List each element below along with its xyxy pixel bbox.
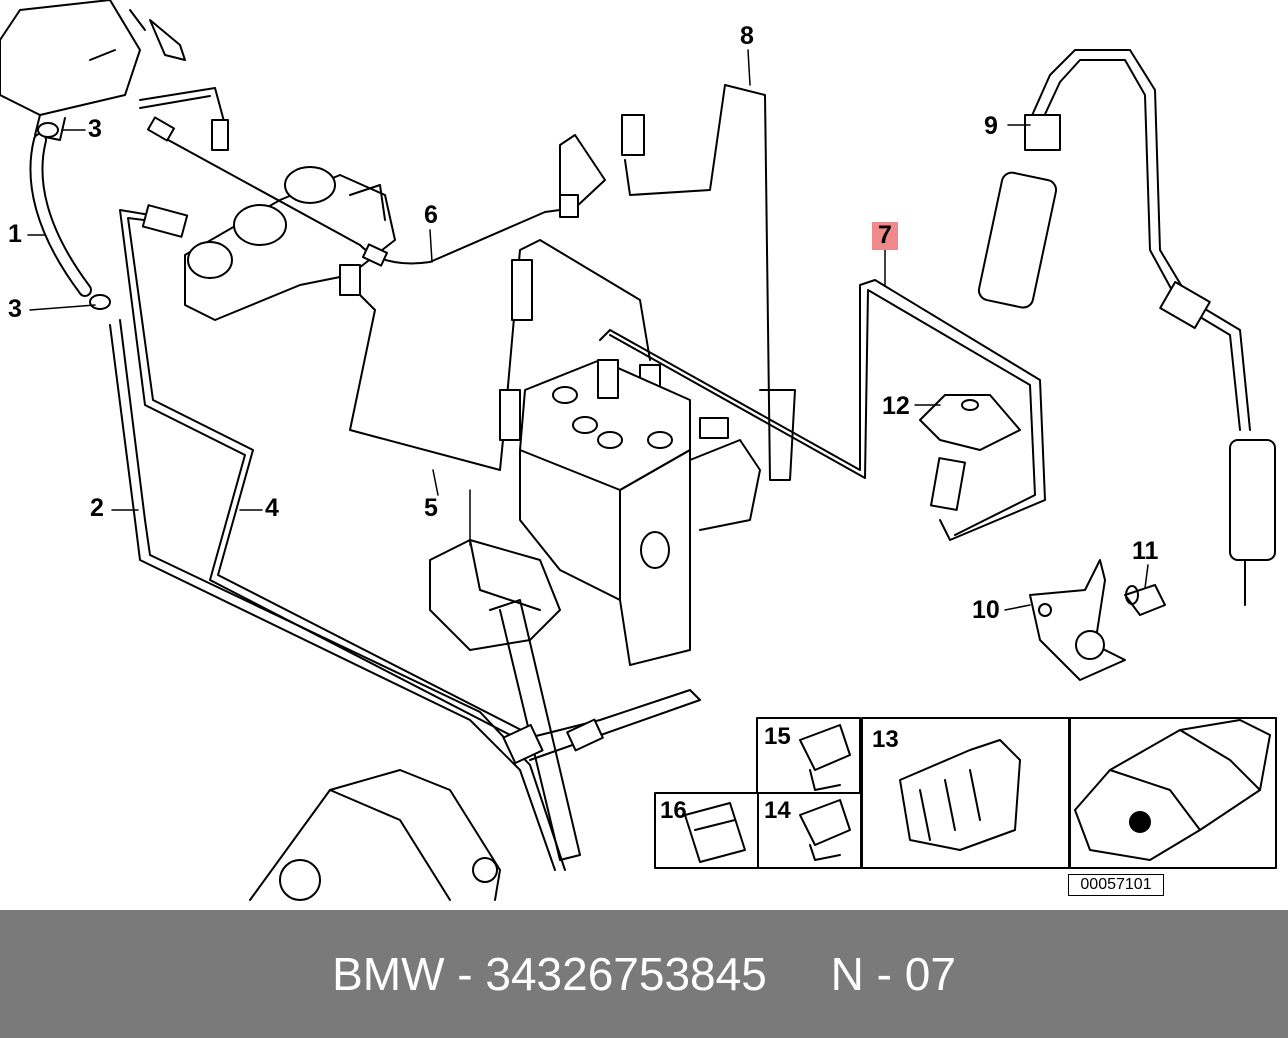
master-cylinder	[184, 166, 396, 321]
diagram-reference-code: 00057101	[1068, 874, 1164, 896]
callout-6: 6	[424, 201, 438, 229]
brake-line-4	[119, 204, 528, 741]
callout-12: 12	[882, 392, 910, 420]
callout-9: 9	[984, 112, 998, 140]
clip-13	[899, 739, 1021, 851]
callout-3-bottom: 3	[8, 295, 22, 323]
brake-line-6	[139, 87, 606, 267]
inset-label-16: 16	[660, 797, 687, 824]
part-number-caption: BMW - 34326753845 N - 07	[332, 948, 956, 1000]
parts-diagram	[0, 0, 1277, 901]
callout-5: 5	[424, 494, 438, 522]
leader-lines	[27, 49, 1149, 611]
callout-11: 11	[1132, 537, 1159, 565]
footer-bar: BMW - 34326753845 N - 07	[0, 910, 1288, 1038]
inset-label-13: 13	[872, 726, 899, 753]
brake-line-7	[599, 279, 1046, 541]
clip-16	[684, 802, 746, 863]
brake-line-8	[621, 84, 796, 481]
lower-lines	[489, 599, 701, 861]
inset-label-14: 14	[764, 797, 791, 824]
bracket-10	[1029, 559, 1126, 681]
fluid-reservoir	[0, 0, 186, 141]
callout-8: 8	[740, 22, 754, 50]
callout-7-highlighted: 7	[872, 222, 898, 250]
bracket-12	[919, 394, 1021, 451]
abs-unit	[429, 359, 761, 666]
brake-booster	[249, 769, 501, 901]
callout-10: 10	[972, 596, 1000, 624]
callout-1: 1	[8, 220, 22, 248]
car-outline	[1074, 719, 1271, 861]
clip-15	[799, 724, 851, 791]
callout-3-top: 3	[88, 115, 102, 143]
inset-label-15: 15	[764, 723, 791, 750]
hose-1	[29, 122, 111, 310]
bolt-11	[1124, 584, 1166, 616]
callout-2: 2	[90, 494, 104, 522]
brake-hose-9	[977, 49, 1276, 606]
clip-14	[799, 799, 851, 861]
callout-4: 4	[265, 494, 279, 522]
